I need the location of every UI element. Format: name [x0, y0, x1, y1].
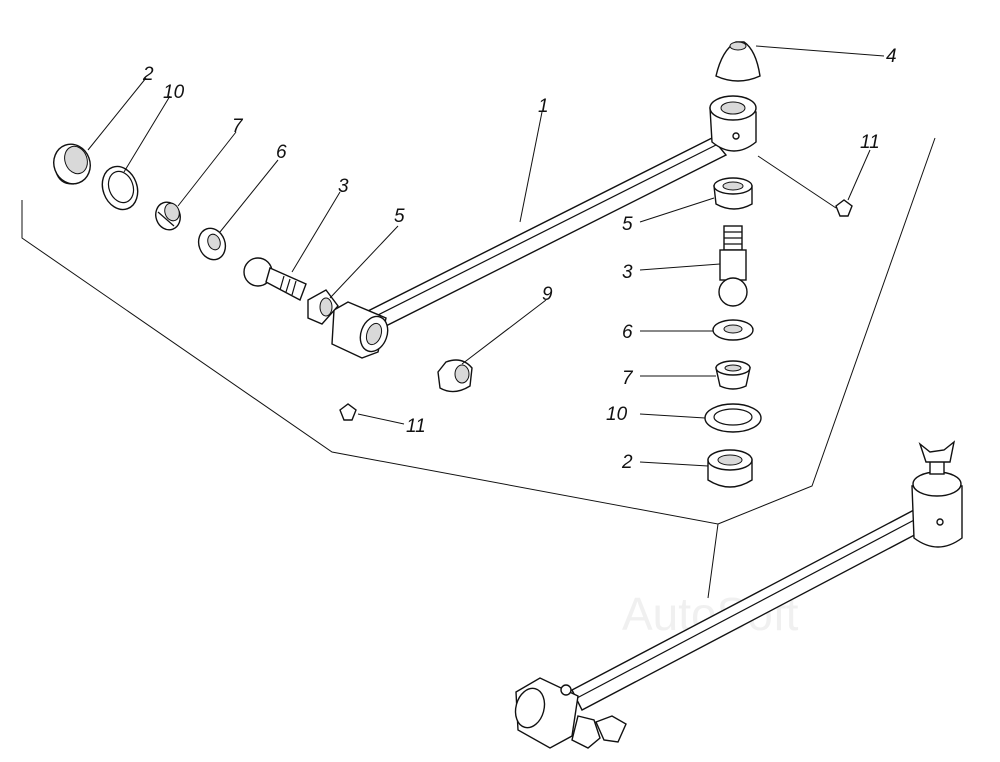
label-2-left: 2: [142, 64, 154, 85]
part-11-right-grease-fitting: [835, 199, 853, 217]
assembled-end-lower: [514, 677, 627, 749]
label-3-right: 3: [622, 262, 633, 283]
label-3-left: 3: [338, 176, 349, 197]
label-6-left: 6: [276, 142, 287, 163]
label-5-left: 5: [394, 206, 405, 227]
tie-rod-assembled: [514, 440, 963, 749]
label-6-right: 6: [622, 322, 633, 343]
tie-rod-end-socket-right: [709, 95, 757, 152]
label-11-left: 11: [406, 416, 426, 437]
tie-rod-exploded: [331, 95, 757, 359]
label-7-left: 7: [232, 116, 244, 137]
label-1: 1: [538, 96, 549, 117]
part-6-right: [712, 319, 754, 341]
part-6-left: [197, 227, 227, 261]
leader-lines: [87, 45, 885, 467]
label-11-right: 11: [860, 132, 880, 153]
label-2-right: 2: [621, 452, 633, 473]
label-7-right: 7: [622, 368, 634, 389]
assembly-bracket: [21, 137, 936, 599]
label-4: 4: [886, 46, 897, 67]
part-11-left-grease-fitting: [339, 403, 357, 421]
part-4-cap: [715, 41, 761, 82]
tie-rod-end-socket-left: [331, 301, 389, 359]
part-5-left: [307, 289, 339, 325]
label-10-left: 10: [163, 82, 185, 103]
part-7-left: [155, 201, 181, 231]
part-5-right: [713, 177, 753, 210]
label-10-right: 10: [606, 404, 628, 425]
part-10-right: [704, 403, 762, 433]
part-10-left: [101, 165, 139, 211]
part-2-left: [53, 143, 91, 185]
label-9: 9: [542, 284, 553, 305]
part-3-left-ball-pin: [243, 257, 307, 301]
assembled-end-upper: [911, 440, 963, 548]
label-5-right: 5: [622, 214, 633, 235]
part-9: [437, 359, 473, 393]
part-2-right: [707, 449, 753, 488]
part-labels: 2 10 7 6 3 5 1 4 11 9 11 5 3 6 7 10 2: [142, 46, 897, 473]
part-3-right-ball-pin: [718, 225, 748, 307]
part-7-right: [715, 360, 751, 390]
